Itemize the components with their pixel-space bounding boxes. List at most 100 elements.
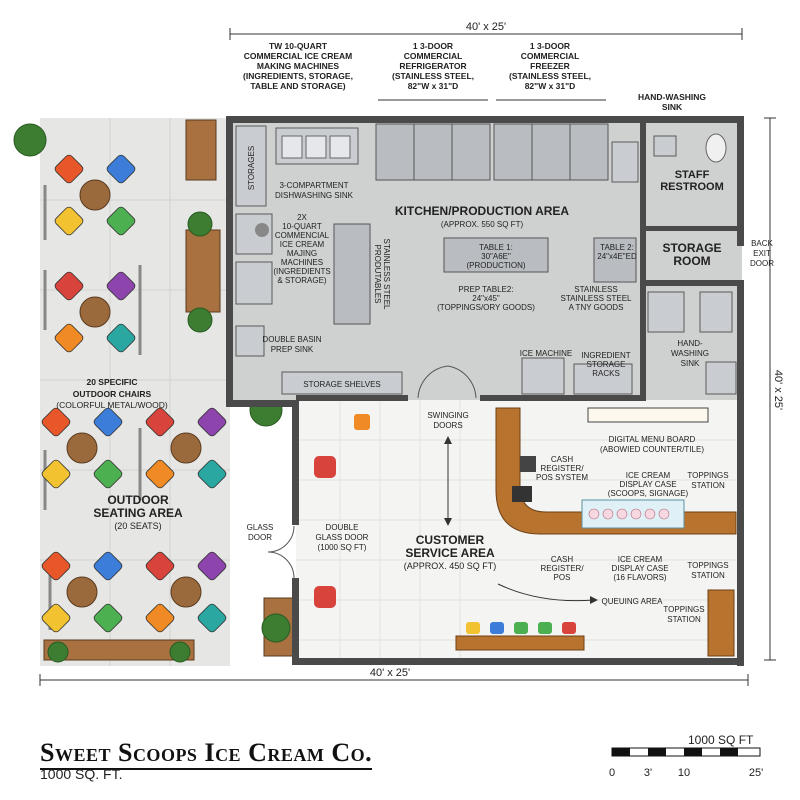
outdoor-chair bbox=[41, 407, 71, 437]
toppings-counter bbox=[707, 589, 735, 657]
dim-top-label: 40' x 25' bbox=[466, 21, 506, 33]
refrigerator-units bbox=[375, 123, 491, 181]
outdoor-chair bbox=[197, 407, 227, 437]
svg-text:PREP TABLE2:24"x45"(TOPPINGS/O: PREP TABLE2:24"x45"(TOPPINGS/ORY GOODS) bbox=[437, 285, 535, 312]
dimension-lines: 40' x 25' 40' x 25' 40' x 25' bbox=[39, 21, 784, 686]
pos-terminal bbox=[520, 456, 536, 472]
outdoor-chair bbox=[106, 206, 136, 236]
outdoor-table bbox=[66, 576, 98, 608]
outdoor-chair bbox=[93, 551, 123, 581]
outdoor-table bbox=[66, 432, 98, 464]
dim-bottom-label: 40' x 25' bbox=[370, 667, 410, 679]
outdoor-chair bbox=[41, 459, 71, 489]
outdoor-table bbox=[79, 179, 111, 211]
svg-text:TABLE 1:30"A6E"(PRODUCTION): TABLE 1:30"A6E"(PRODUCTION) bbox=[466, 243, 525, 270]
scale-label: 1000 SQ FT bbox=[688, 733, 754, 747]
outdoor-chair bbox=[106, 271, 136, 301]
svg-text:STORAGES: STORAGES bbox=[247, 146, 256, 190]
outdoor-chair bbox=[197, 551, 227, 581]
svg-text:TABLE 2:24"x4E"ED: TABLE 2:24"x4E"ED bbox=[597, 243, 637, 261]
outdoor-chair bbox=[41, 603, 71, 633]
outdoor-chair bbox=[93, 603, 123, 633]
kitchen-area: (APPROX. 550 SQ FT) bbox=[441, 220, 524, 229]
outdoor-table bbox=[170, 576, 202, 608]
outdoor-table bbox=[79, 296, 111, 328]
outdoor-chair bbox=[197, 603, 227, 633]
svg-text:KITCHEN/PRODUCTION AREA(APPROX: KITCHEN/PRODUCTION AREA (APPROX. 550 SQ F… bbox=[395, 204, 570, 229]
svg-text:QUEUING AREA: QUEUING AREA bbox=[602, 597, 664, 606]
outdoor-chair bbox=[145, 551, 175, 581]
outdoor-chair bbox=[145, 459, 175, 489]
outdoor-table bbox=[170, 432, 202, 464]
total-area: 1000 SQ. FT. bbox=[40, 766, 123, 782]
outdoor-tables bbox=[41, 154, 227, 633]
outdoor-chair bbox=[145, 603, 175, 633]
kitchen-title: KITCHEN/PRODUCTION AREA bbox=[395, 204, 570, 218]
planter-box bbox=[43, 639, 195, 661]
plant-icon bbox=[13, 123, 47, 157]
svg-text:DIGITAL MENU BOARD(ABOWIED COU: DIGITAL MENU BOARD(ABOWIED COUNTER/TILE) bbox=[600, 435, 704, 454]
planter-box bbox=[185, 119, 217, 181]
storage-shelves bbox=[281, 371, 403, 395]
svg-text:10: 10 bbox=[678, 767, 690, 779]
menu-board bbox=[587, 407, 709, 423]
planter-box bbox=[185, 229, 221, 313]
waiting-bench bbox=[455, 635, 585, 651]
outdoor-chair bbox=[93, 459, 123, 489]
svg-text:ICE MACHINE: ICE MACHINE bbox=[520, 349, 572, 358]
storage-shelf bbox=[235, 125, 267, 207]
outdoor-chair bbox=[54, 206, 84, 236]
pos-terminal bbox=[512, 486, 532, 502]
ice-machine bbox=[521, 357, 565, 395]
ice-cream-machine bbox=[235, 261, 273, 305]
outdoor-chair bbox=[54, 154, 84, 184]
outdoor-chair bbox=[54, 271, 84, 301]
dim-right-label: 40' x 25' bbox=[772, 370, 784, 410]
room-labels: KITCHEN/PRODUCTION AREA (APPROX. 550 SQ F… bbox=[93, 169, 723, 571]
outdoor-chair bbox=[93, 407, 123, 437]
outdoor-chair bbox=[106, 323, 136, 353]
business-title: Sweet Scoops Ice Cream Co. bbox=[40, 738, 373, 770]
svg-text:STAINLESS STEELPRODUTABLES: STAINLESS STEELPRODUTABLES bbox=[373, 239, 391, 311]
outdoor-chair bbox=[145, 407, 175, 437]
svg-text:0: 0 bbox=[609, 767, 615, 779]
table-2 bbox=[593, 237, 637, 283]
outdoor-chair bbox=[54, 323, 84, 353]
plant-icon bbox=[261, 613, 291, 643]
scale-bar: 0 3' 10 25' bbox=[609, 747, 763, 779]
svg-text:25': 25' bbox=[749, 767, 763, 779]
freezer-units bbox=[493, 123, 609, 181]
kitchen-equipment bbox=[235, 123, 737, 395]
ingredient-racks bbox=[573, 363, 633, 395]
plant-icon bbox=[187, 307, 213, 333]
svg-text:STORAGE SHELVES: STORAGE SHELVES bbox=[303, 380, 381, 389]
outdoor-chair bbox=[197, 459, 227, 489]
table-1 bbox=[443, 237, 549, 273]
svg-text:3': 3' bbox=[644, 767, 652, 779]
outdoor-chair bbox=[41, 551, 71, 581]
